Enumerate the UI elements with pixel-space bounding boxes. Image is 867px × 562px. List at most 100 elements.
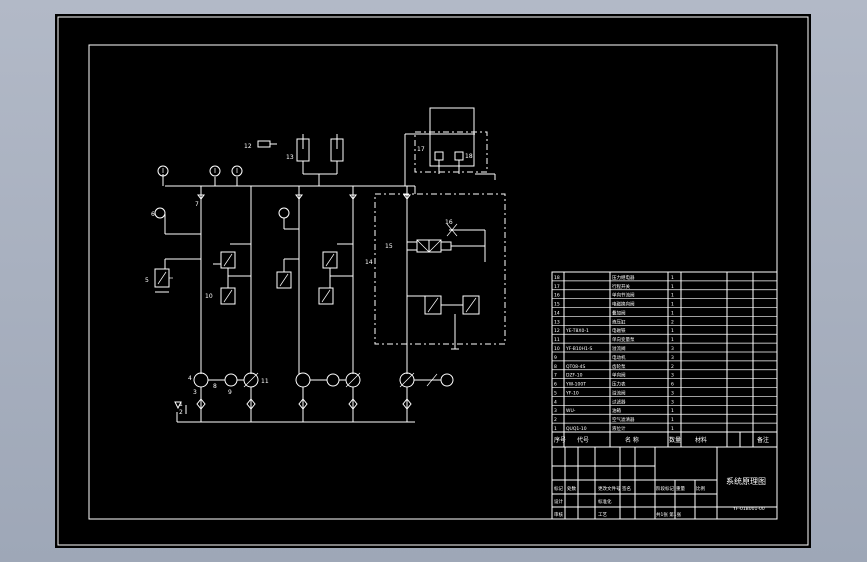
outer-frame: [57, 16, 809, 546]
parts-cell-code: QUQ1-10: [566, 426, 587, 432]
parts-cell-qty: 1: [671, 337, 674, 343]
svg-text:14: 14: [365, 259, 373, 266]
parts-row: 1 QUQ1-10 液位计 1: [554, 425, 674, 432]
parts-cell-qty: 1: [671, 293, 674, 299]
air-filter-icon: [174, 401, 182, 410]
parts-cell-qty: 1: [671, 284, 674, 290]
pump-icon: [295, 372, 311, 388]
drawing-title: 系统原理图: [726, 476, 766, 486]
parts-cell-code: WU-: [566, 408, 576, 414]
parts-cell-name: 液位计: [612, 425, 626, 432]
svg-text:11: 11: [261, 378, 269, 385]
parts-cell-qty: 3: [671, 399, 674, 405]
relief-valve-icon: [276, 271, 292, 289]
parts-cell-name: 压力表: [612, 381, 626, 388]
parts-cell-no: 8: [554, 364, 557, 370]
pump-icon: [193, 372, 209, 388]
svg-text:共1张 第1张: 共1张 第1张: [656, 511, 682, 518]
pressure-switch-box: [429, 107, 475, 167]
svg-text:审核: 审核: [554, 511, 563, 518]
header-seq: 序号: [554, 436, 566, 444]
solenoid-icon: [257, 140, 271, 148]
hydraulic-schematic: [154, 107, 506, 423]
pressure-gauge-icon: [154, 207, 166, 219]
svg-text:比例: 比例: [696, 485, 705, 492]
parts-cell-name: 空气滤清器: [612, 416, 635, 423]
parts-cell-no: 1: [554, 426, 557, 432]
parts-cell-qty: 3: [671, 390, 674, 396]
parts-cell-no: 3: [554, 408, 557, 414]
parts-cell-qty: 1: [671, 417, 674, 423]
manifold-block: [374, 193, 506, 345]
svg-text:标准化: 标准化: [598, 498, 612, 505]
parts-cell-no: 5: [554, 390, 557, 396]
pressure-gauge-icon: [231, 165, 243, 177]
parts-row: 3 WU- 油箱 1: [554, 407, 674, 414]
parts-cell-name: 单向节流阀: [612, 292, 635, 299]
parts-cell-no: 17: [554, 284, 560, 290]
parts-cell-no: 11: [554, 337, 560, 343]
motor-icon: [326, 373, 340, 387]
drawing-sheet: 7 6 5 10 4 3 8 9 11 1 2 12 13 14 15 16 1…: [55, 14, 811, 548]
svg-text:17: 17: [417, 146, 425, 153]
parts-cell-no: 6: [554, 382, 557, 388]
svg-text:2: 2: [179, 409, 183, 416]
svg-text:13: 13: [286, 154, 294, 161]
svg-text:8: 8: [213, 383, 217, 390]
parts-cell-name: 单向阀: [612, 372, 626, 379]
parts-cell-name: 电磁铁: [612, 327, 626, 334]
callout-labels: 7 6 5 10 4 3 8 9 11 1 2 12 13 14 15 16 1…: [145, 143, 473, 416]
parts-cell-qty: 2: [671, 364, 674, 370]
schematic-canvas: 7 6 5 10 4 3 8 9 11 1 2 12 13 14 15 16 1…: [57, 16, 809, 546]
header-code: 代号: [577, 436, 589, 444]
svg-text:5: 5: [145, 277, 149, 284]
parts-cell-code: YW-100T: [565, 382, 586, 388]
parts-cell-name: 电磁换向阀: [612, 301, 635, 308]
parts-cell-qty: 1: [671, 408, 674, 414]
svg-text:1: 1: [179, 401, 183, 408]
parts-cell-no: 16: [554, 293, 560, 299]
svg-text:15: 15: [385, 243, 393, 250]
parts-cell-no: 12: [554, 328, 560, 334]
title-block: 标记 处数 更改文件号 签名 设计 标准化 审核 工艺 阶段标记 重量 比例 共…: [551, 446, 778, 520]
parts-cell-name: 单向变量泵: [612, 336, 635, 343]
inner-frame: [88, 44, 778, 520]
svg-text:标记: 标记: [554, 485, 563, 492]
svg-text:更改文件号: 更改文件号: [598, 485, 621, 492]
parts-cell-qty: 6: [671, 382, 674, 388]
parts-cell-name: 齿轮泵: [612, 363, 626, 370]
parts-cell-name: 过滤器: [612, 398, 626, 405]
parts-row: 6 YW-100T 压力表 6: [554, 381, 674, 388]
motor-icon: [440, 373, 454, 387]
parts-cell-no: 15: [554, 302, 560, 308]
parts-cell-code: DZF-10: [566, 373, 583, 379]
parts-cell-no: 7: [554, 373, 557, 379]
parts-cell-name: 油箱: [612, 407, 621, 414]
parts-cell-qty: 3: [671, 355, 674, 361]
svg-text:12: 12: [244, 143, 252, 150]
parts-cell-name: 行程开关: [612, 283, 630, 290]
svg-text:6: 6: [151, 211, 155, 218]
svg-text:9: 9: [228, 389, 232, 396]
parts-cell-qty: 1: [671, 302, 674, 308]
parts-cell-code: QT08-4S: [566, 364, 586, 370]
svg-text:7: 7: [195, 201, 199, 208]
parts-cell-qty: 2: [671, 319, 674, 325]
parts-row: 16 单向节流阀 1: [554, 292, 674, 299]
parts-cell-qty: 1: [671, 426, 674, 432]
drawing-number: YF-01B001-00: [732, 506, 765, 512]
pressure-gauge-icon: [278, 207, 290, 219]
svg-text:16: 16: [445, 219, 453, 226]
parts-cell-no: 9: [554, 355, 557, 361]
parts-cell-name: 压力继电器: [612, 274, 635, 281]
header-material: 材料: [695, 436, 707, 444]
